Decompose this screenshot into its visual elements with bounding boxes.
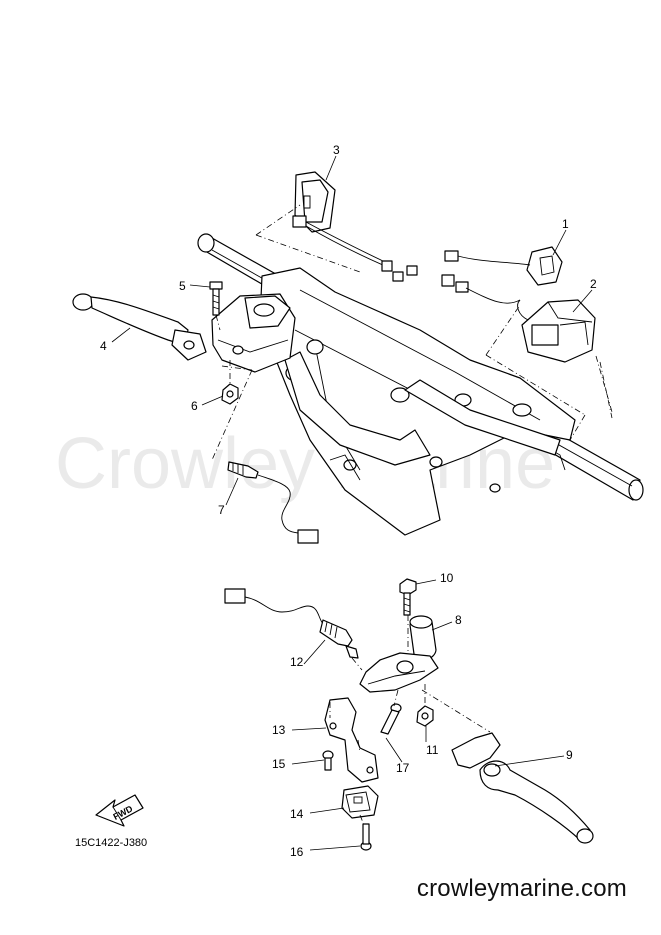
callout-3: 3: [333, 143, 340, 157]
callout-17: 17: [396, 761, 410, 775]
callout-2: 2: [590, 277, 597, 291]
part-5-bolt: [209, 281, 223, 316]
callout-12: 12: [290, 655, 304, 669]
part-2-relay: [517, 299, 596, 363]
callout-15: 15: [272, 757, 286, 771]
callout-9: 9: [566, 748, 573, 762]
callout-13: 13: [272, 723, 286, 737]
part-16-screw: [360, 823, 372, 851]
part-4-brake-lever: [72, 293, 207, 361]
callout-14: 14: [290, 807, 304, 821]
part-9-clutch-lever: [451, 732, 594, 844]
part-6-nut: [221, 383, 239, 405]
callout-5: 5: [179, 279, 186, 293]
callout-1: 1: [562, 217, 569, 231]
callout-labels: 1 2 3 4 5 6 7 8 9 10 11 12 13 14 15 16 1…: [100, 143, 597, 859]
lower-dash-lines: [329, 615, 491, 826]
part-15-screw: [322, 750, 334, 771]
callout-4: 4: [100, 339, 107, 353]
part-13-bracket: [324, 697, 379, 783]
callout-10: 10: [440, 571, 454, 585]
diagram-code: 15C1422-J380: [75, 837, 147, 849]
leader-lines: [111, 155, 593, 851]
fwd-arrow-icon: FWD: [95, 794, 144, 827]
master-cylinder: [211, 293, 296, 373]
part-3-switch: [292, 171, 418, 282]
part-17-bolt: [380, 703, 402, 735]
part-12-clutch-switch: [224, 588, 359, 659]
callout-8: 8: [455, 613, 462, 627]
website-url: crowleymarine.com: [416, 875, 627, 902]
part-7-brake-switch: [227, 461, 319, 544]
crossbar: [284, 351, 561, 466]
part-14-switch: [341, 785, 379, 819]
part-11-nut: [416, 705, 434, 727]
callout-16: 16: [290, 845, 304, 859]
callout-6: 6: [191, 399, 198, 413]
part-8-lever-holder: [359, 615, 439, 693]
callout-11: 11: [426, 743, 439, 757]
callout-7: 7: [218, 503, 225, 517]
part-10-bolt: [399, 578, 417, 616]
upper-dash-lines: [211, 204, 613, 461]
part-1-switch: [441, 246, 563, 304]
